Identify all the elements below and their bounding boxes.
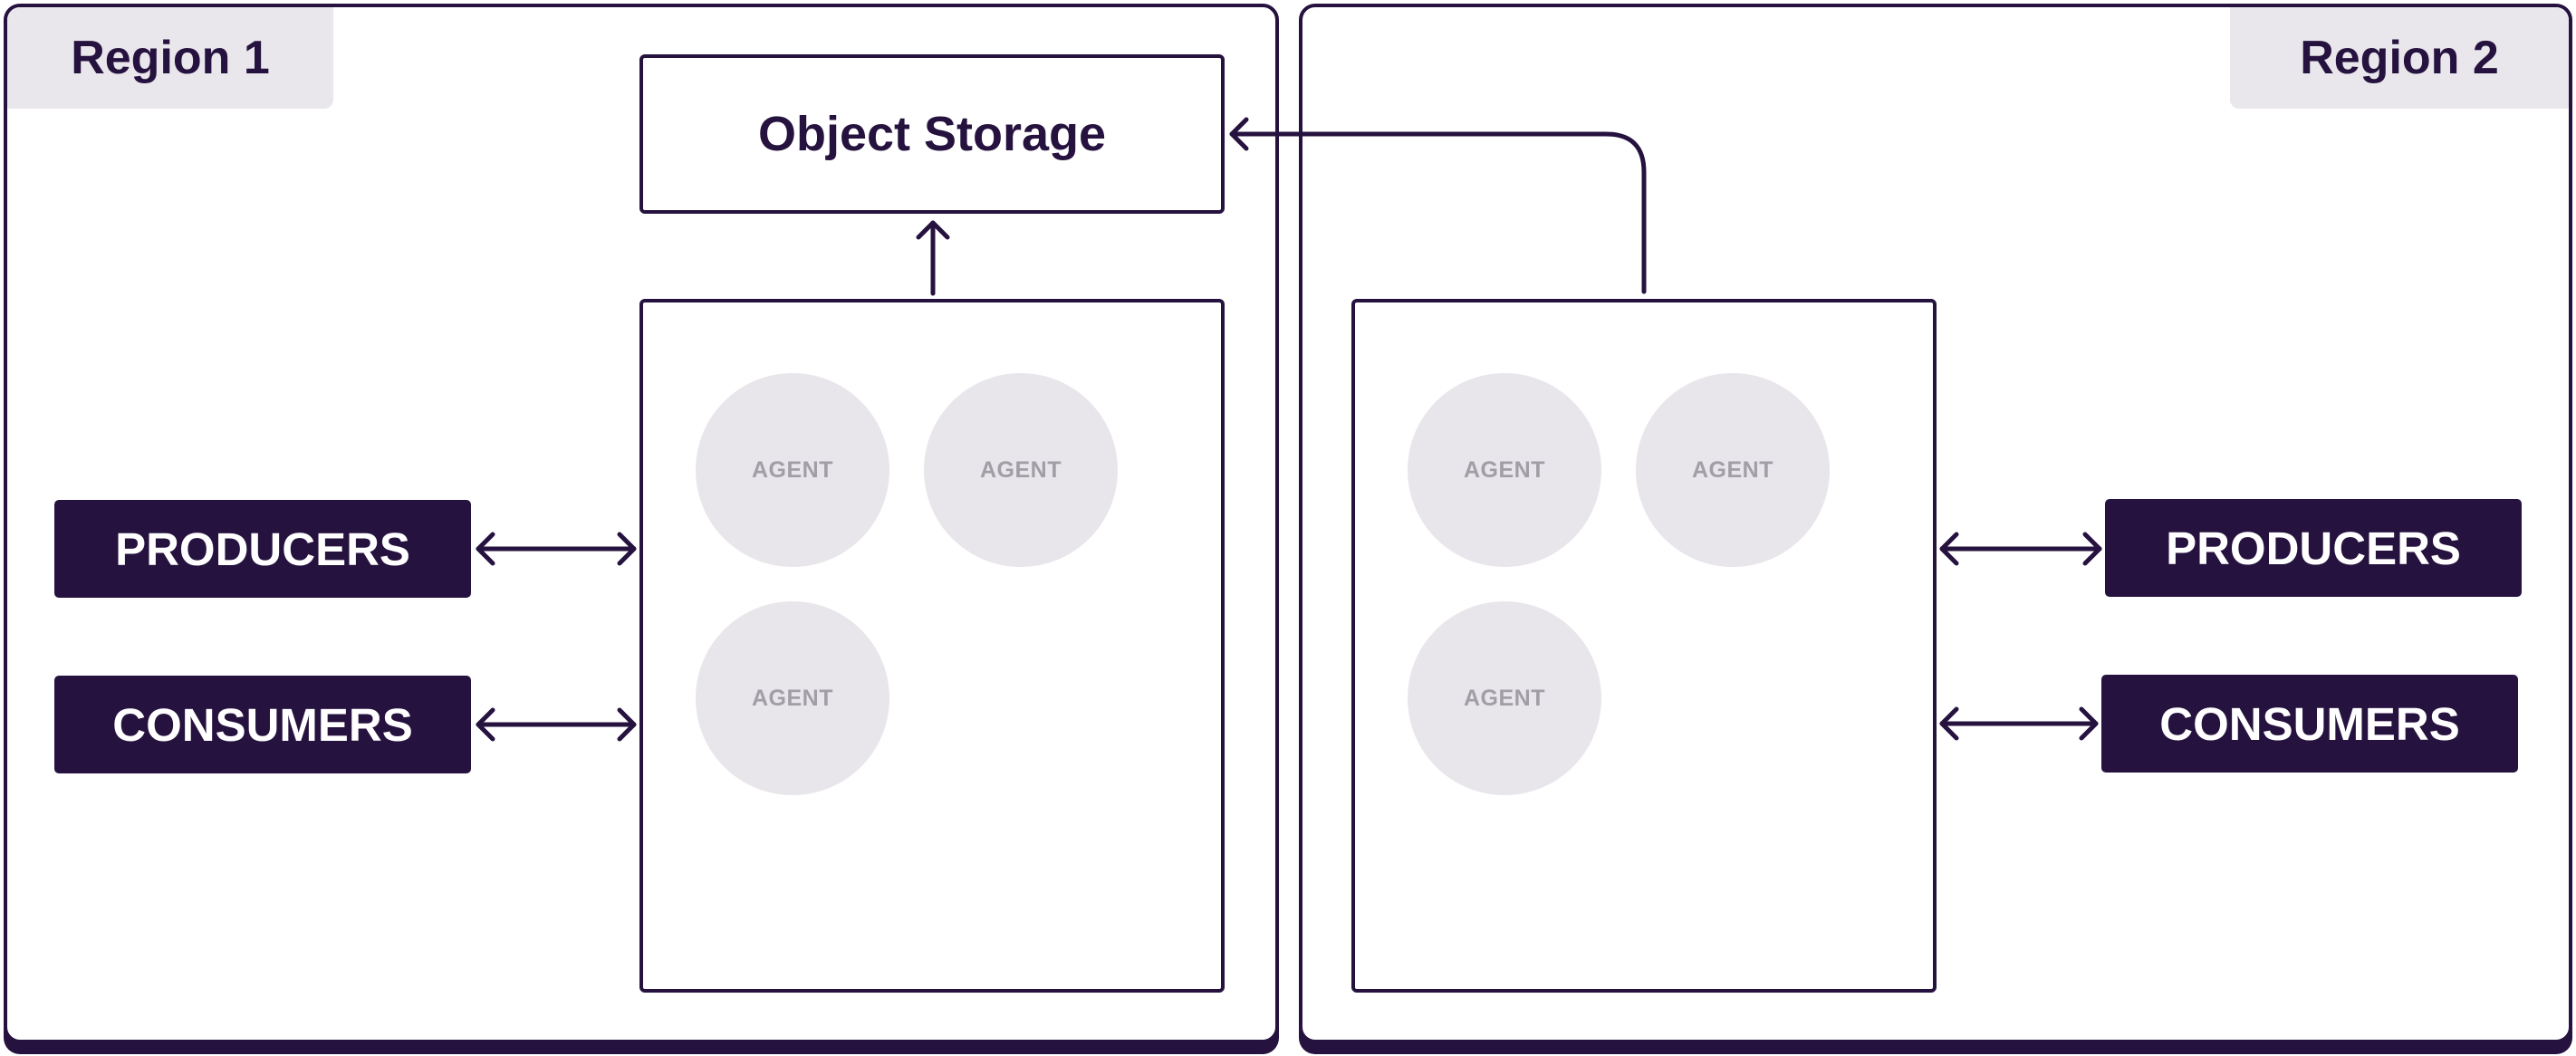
object-storage-label: Object Storage bbox=[757, 107, 1107, 161]
agent-node: AGENT bbox=[1636, 373, 1830, 567]
region-1-label: Region 1 bbox=[7, 7, 333, 109]
agent-node: AGENT bbox=[1408, 601, 1601, 795]
consumers-box-region-1: CONSUMERS bbox=[54, 676, 471, 773]
arrow-consumers-region-2 bbox=[1939, 706, 2099, 741]
arrow-producers-region-2 bbox=[1939, 532, 2102, 566]
agent-node: AGENT bbox=[924, 373, 1118, 567]
arrow-cluster2-to-storage bbox=[1229, 117, 1647, 294]
arrow-cluster1-to-storage bbox=[916, 220, 950, 296]
agent-node: AGENT bbox=[696, 373, 889, 567]
arrow-producers-region-1 bbox=[476, 532, 637, 566]
producers-box-region-2: PRODUCERS bbox=[2105, 499, 2522, 597]
producers-box-region-1: PRODUCERS bbox=[54, 500, 471, 598]
agent-cluster-2: AGENT AGENT AGENT bbox=[1351, 299, 1937, 993]
object-storage-box: Object Storage bbox=[639, 54, 1225, 214]
consumers-box-region-2: CONSUMERS bbox=[2101, 675, 2518, 773]
agent-node: AGENT bbox=[1408, 373, 1601, 567]
region-2-label: Region 2 bbox=[2230, 7, 2569, 109]
agent-cluster-1: AGENT AGENT AGENT bbox=[639, 299, 1225, 993]
arrow-consumers-region-1 bbox=[476, 707, 637, 742]
agent-node: AGENT bbox=[696, 601, 889, 795]
